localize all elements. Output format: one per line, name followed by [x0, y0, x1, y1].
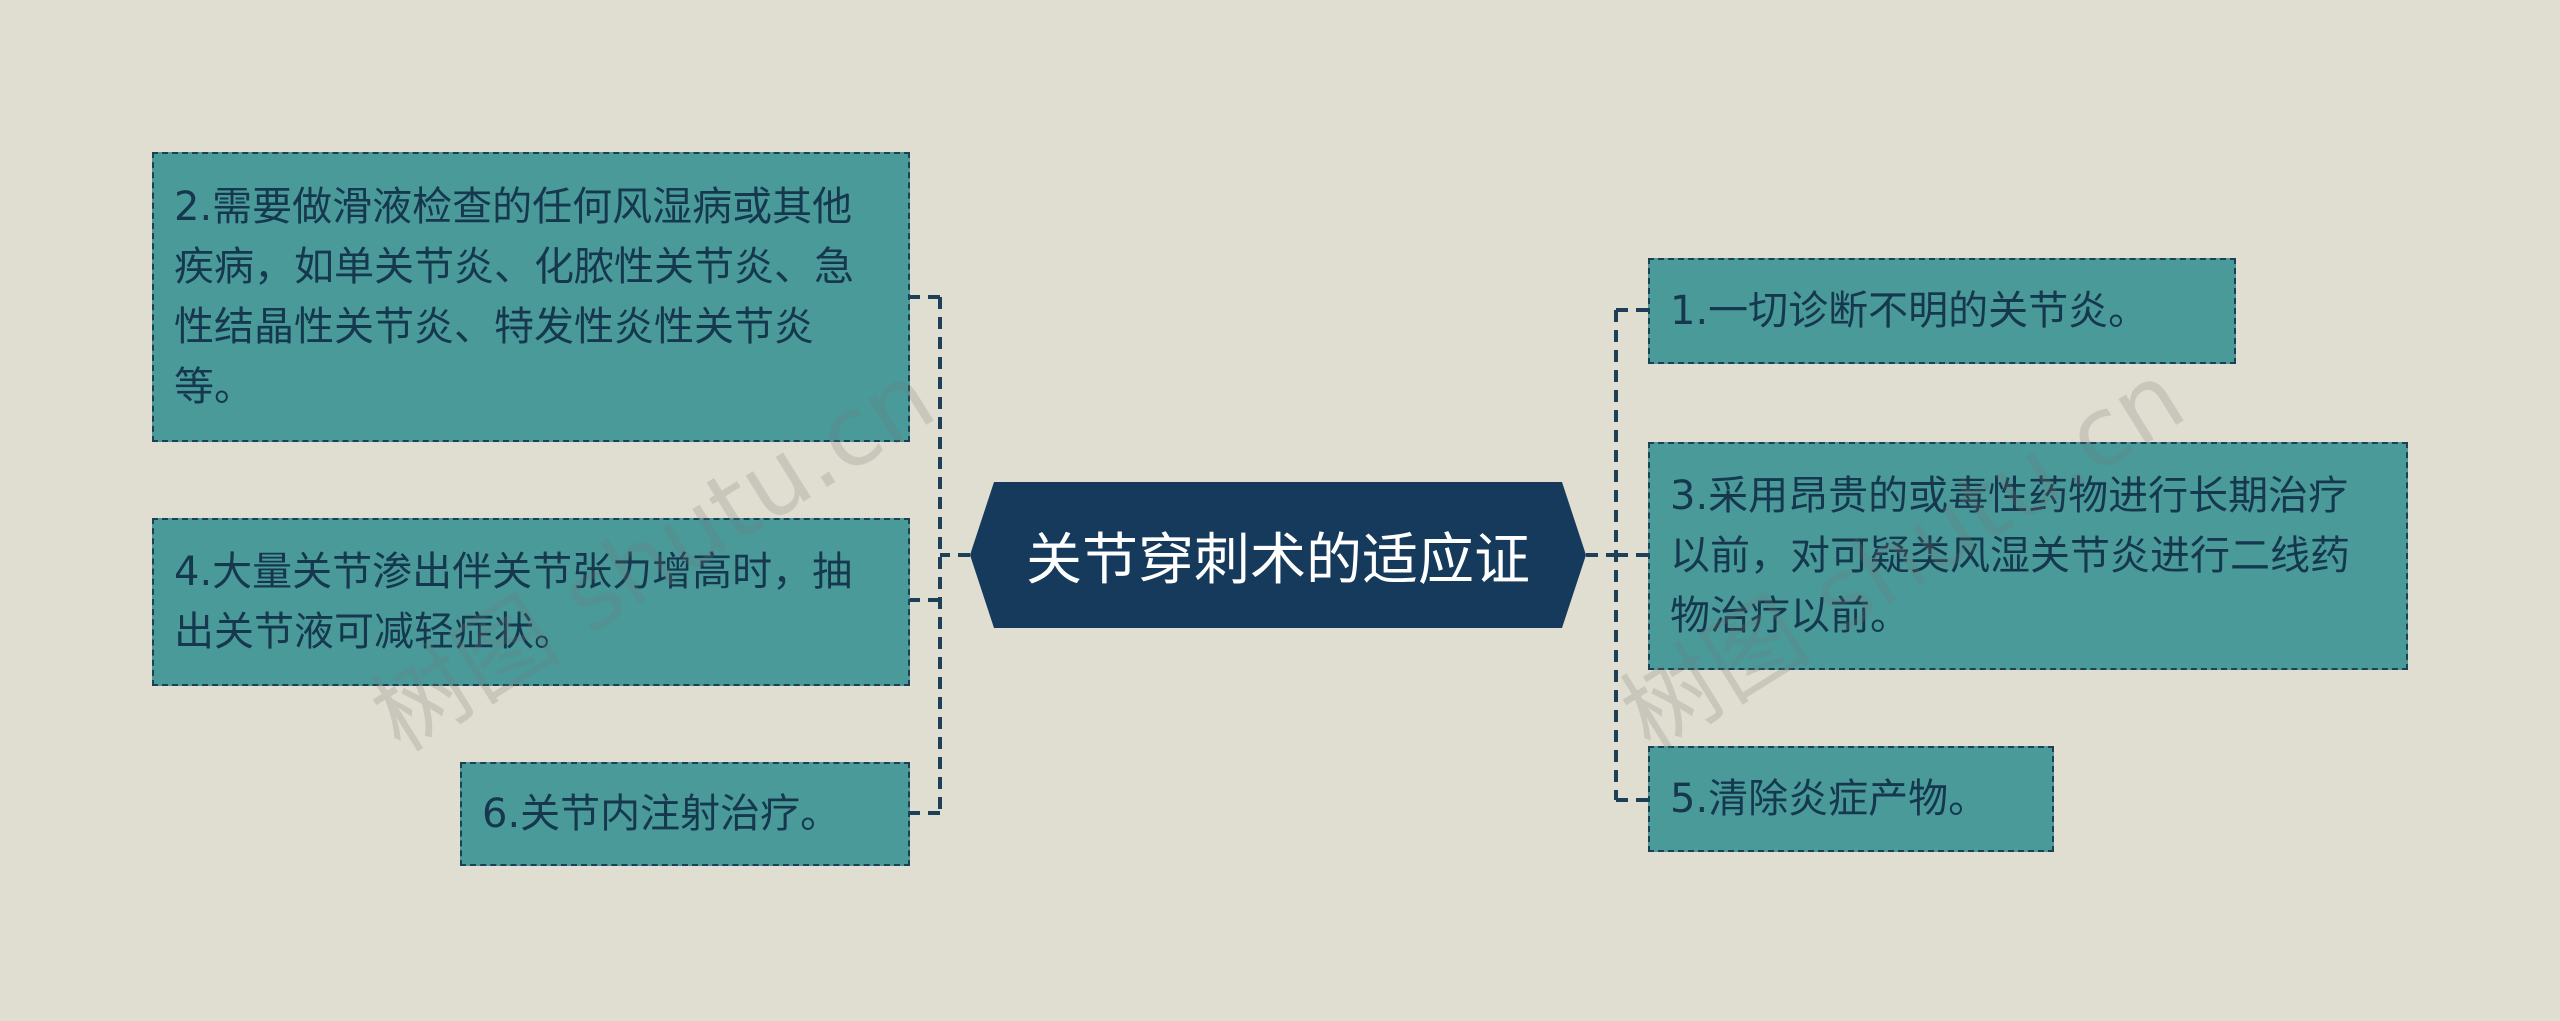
topic-node-1[interactable]: 1.一切诊断不明的关节炎。	[1648, 258, 2236, 364]
topic-node-5-text: 5.清除炎症产物。	[1670, 776, 1989, 822]
central-topic-label: 关节穿刺术的适应证	[1026, 527, 1530, 593]
central-topic-shape	[970, 482, 1586, 628]
central-topic[interactable]: 关节穿刺术的适应证	[970, 482, 1586, 628]
topic-node-3-text: 3.采用昂贵的或毒性药物进行长期治疗以前，对可疑类风湿关节炎进行二线药物治疗以前…	[1670, 473, 2350, 639]
topic-node-4[interactable]: 4.大量关节渗出伴关节张力增高时，抽出关节液可减轻症状。	[152, 518, 910, 686]
topic-node-1-text: 1.一切诊断不明的关节炎。	[1670, 288, 2149, 334]
topic-node-2[interactable]: 2.需要做滑液检查的任何风湿病或其他疾病，如单关节炎、化脓性关节炎、急性结晶性关…	[152, 152, 910, 442]
topic-node-2-text: 2.需要做滑液检查的任何风湿病或其他疾病，如单关节炎、化脓性关节炎、急性结晶性关…	[174, 184, 854, 410]
topic-node-6-text: 6.关节内注射治疗。	[482, 791, 841, 837]
topic-node-5[interactable]: 5.清除炎症产物。	[1648, 746, 2054, 852]
topic-node-6[interactable]: 6.关节内注射治疗。	[460, 762, 910, 866]
topic-node-3[interactable]: 3.采用昂贵的或毒性药物进行长期治疗以前，对可疑类风湿关节炎进行二线药物治疗以前…	[1648, 442, 2408, 670]
topic-node-4-text: 4.大量关节渗出伴关节张力增高时，抽出关节液可减轻症状。	[174, 549, 853, 655]
